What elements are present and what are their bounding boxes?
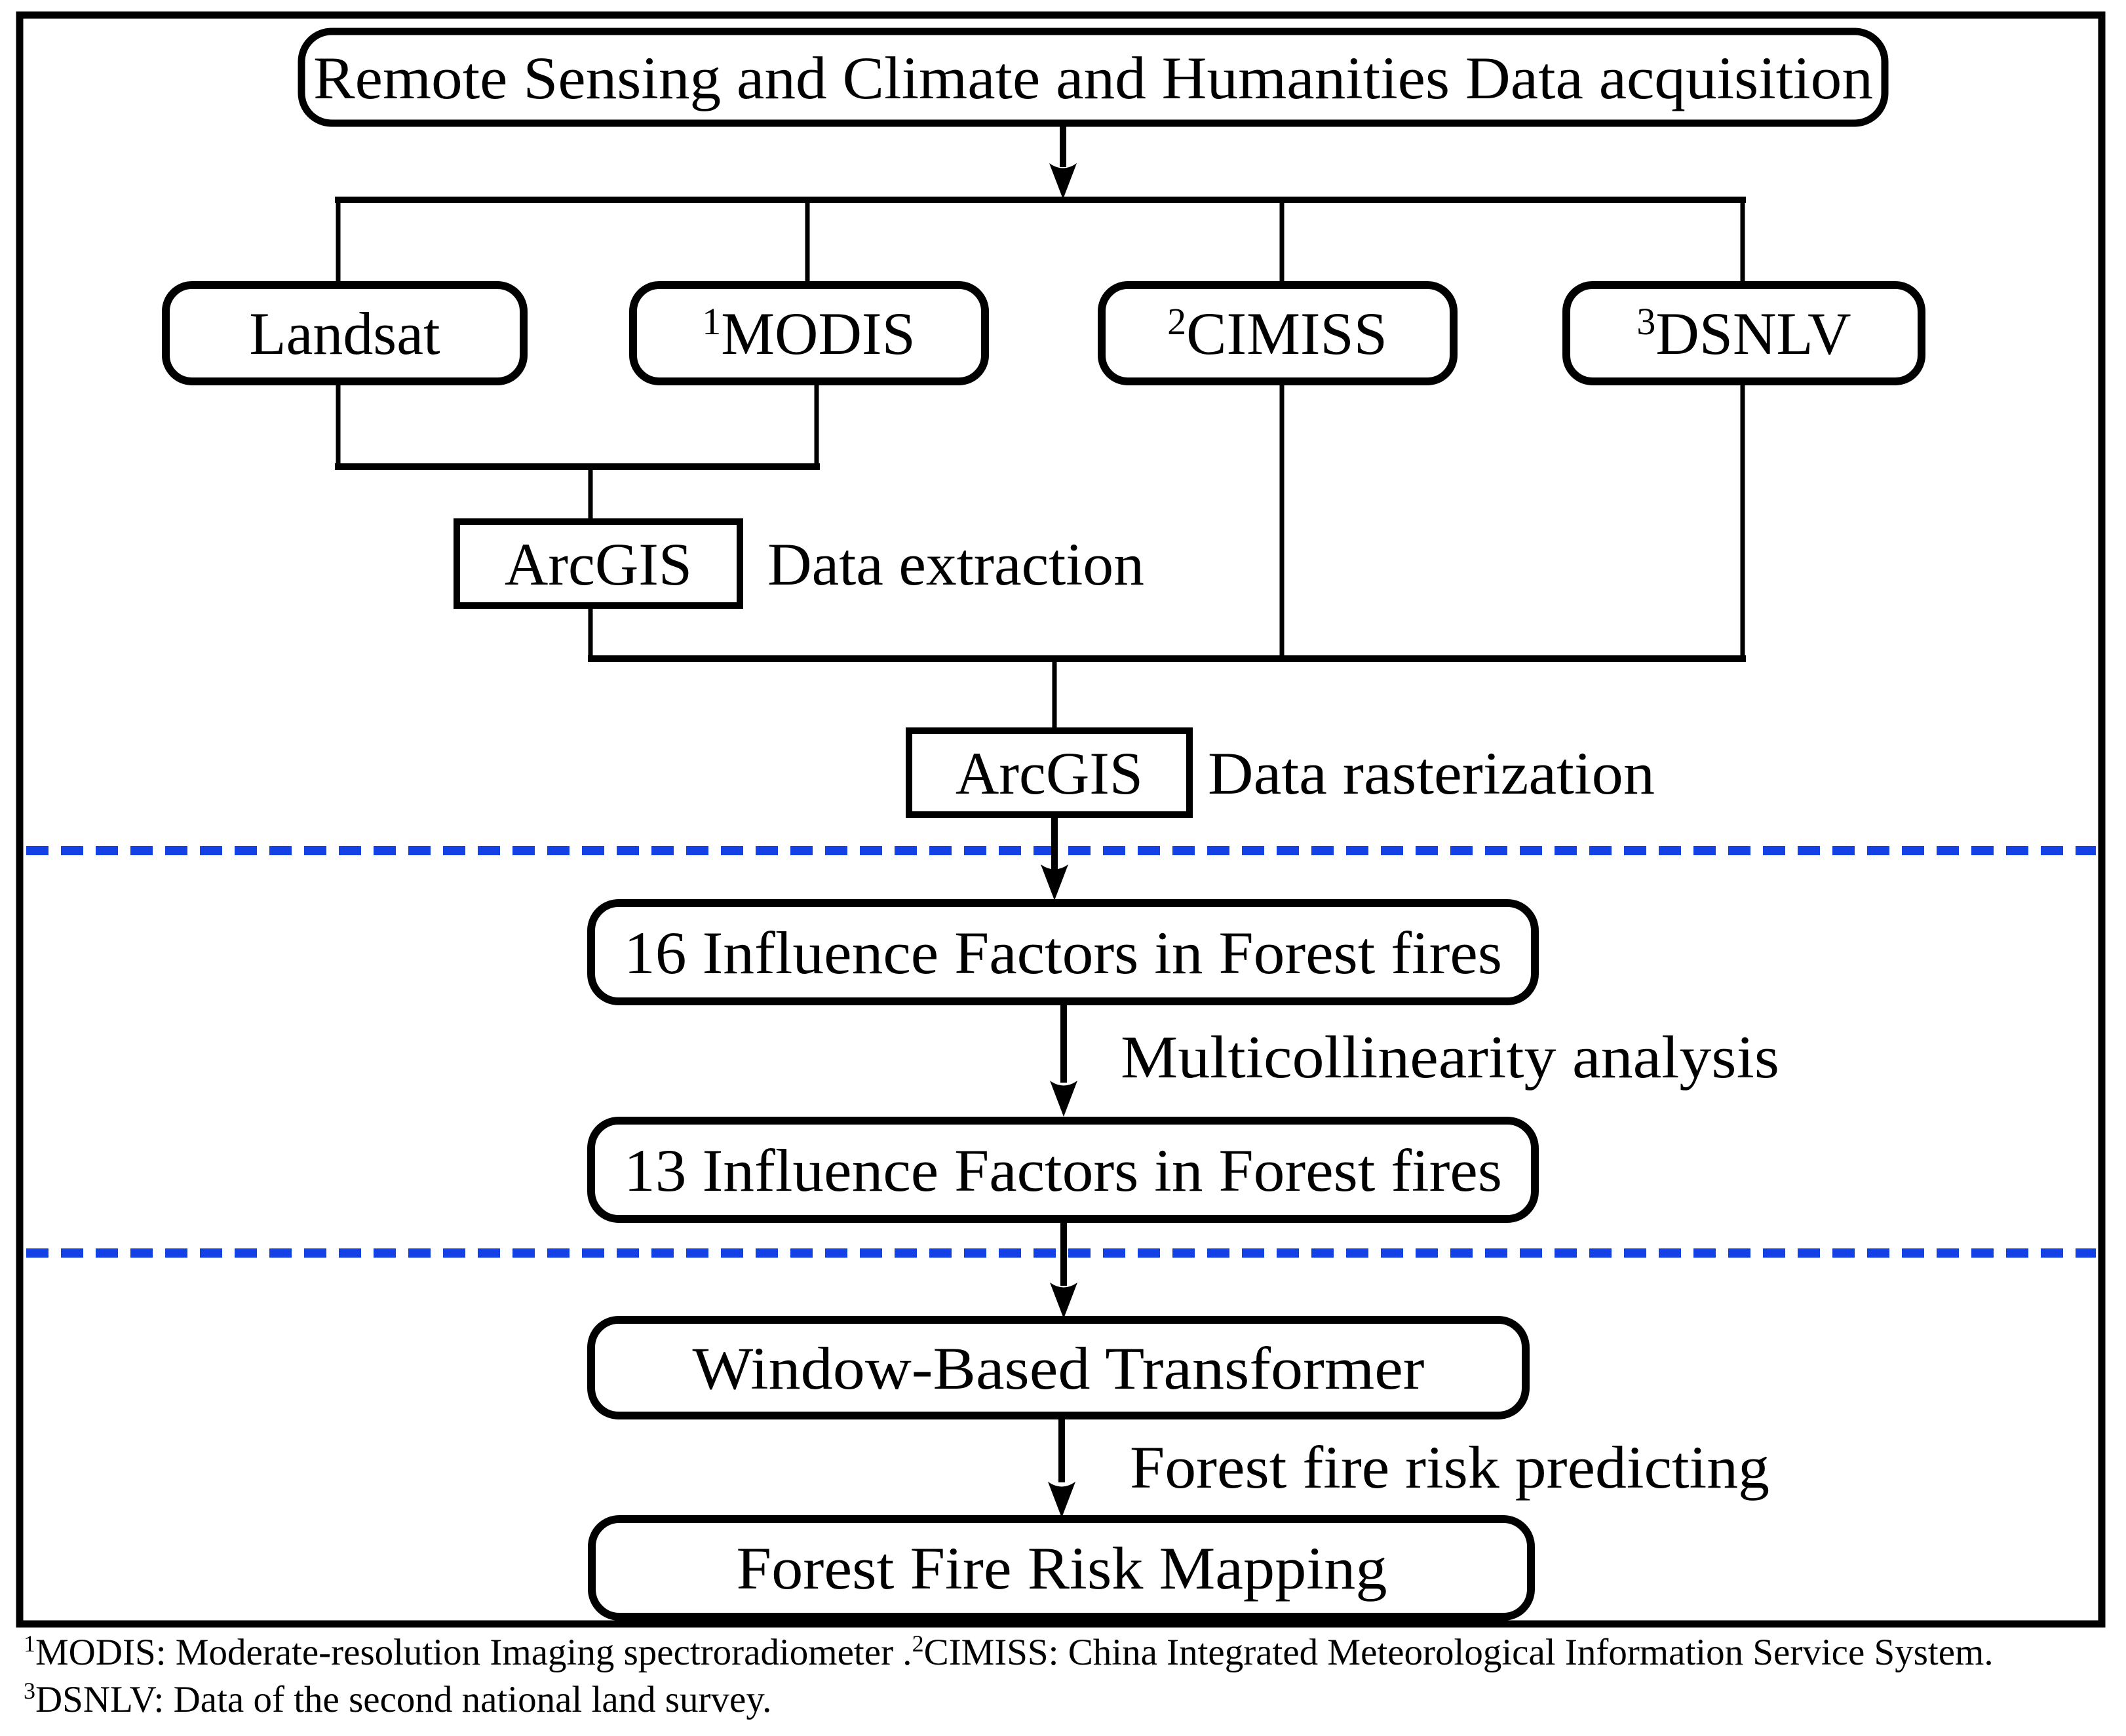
source-box-cimiss-label: 2CIMISS (1167, 300, 1387, 367)
footnote-line-1: 1MODIS: Moderate-resolution Imaging spec… (24, 1630, 1994, 1673)
diagram-border (16, 11, 2106, 1628)
arcgis-rasterization-box-label: ArcGIS (956, 740, 1143, 807)
arrowhead-16-to-13 (1050, 1081, 1077, 1117)
cimiss-superscript: 2 (1167, 300, 1186, 343)
factors-13-box (587, 1117, 1539, 1223)
footnote-cimiss-superscript: 2 (912, 1630, 924, 1657)
title-box-label: Remote Sensing and Climate and Humanitie… (313, 45, 1873, 111)
footnote-line-2: 3DSNLV: Data of the second national land… (24, 1678, 771, 1720)
footnote-dsnlv-text: DSNLV: Data of the second national land … (35, 1679, 771, 1720)
dsnlv-text: DSNLV (1655, 300, 1851, 367)
title-box (298, 28, 1889, 127)
footnote-modis-superscript: 1 (24, 1630, 35, 1657)
arrowhead-transformer-to-mapping (1048, 1482, 1075, 1518)
cimiss-text: CIMISS (1186, 300, 1387, 367)
factors-13-box-label: 13 Influence Factors in Forest fires (624, 1137, 1502, 1204)
arcgis-extraction-box (454, 518, 743, 609)
source-box-landsat (162, 281, 528, 385)
mapping-box (588, 1515, 1535, 1621)
footnote-modis-text: MODIS: Moderate-resolution Imaging spect… (35, 1632, 912, 1673)
source-box-modis-label: 1MODIS (702, 300, 915, 367)
source-box-cimiss (1098, 281, 1458, 385)
risk-predicting-label: Forest fire risk predicting (1130, 1434, 1769, 1501)
source-box-landsat-label: Landsat (249, 300, 440, 367)
source-box-dsnlv (1562, 281, 1925, 385)
footnote-cimiss-text: CIMISS: China Integrated Meteorological … (924, 1632, 1994, 1673)
modis-superscript: 1 (702, 300, 721, 343)
source-box-dsnlv-label: 3DSNLV (1636, 300, 1851, 367)
multicollinearity-analysis-label: Multicollinearity analysis (1121, 1024, 1779, 1090)
connector-lines (335, 122, 1746, 1518)
arcgis-rasterization-box (906, 727, 1193, 818)
arrowhead-13-to-transformer (1050, 1283, 1077, 1319)
transformer-box (587, 1316, 1530, 1419)
data-extraction-label: Data extraction (767, 531, 1144, 598)
arrowhead-title-to-sources (1049, 163, 1077, 199)
factors-16-box (587, 899, 1539, 1005)
data-rasterization-label: Data rasterization (1208, 740, 1655, 807)
dsnlv-superscript: 3 (1636, 300, 1655, 343)
source-box-modis (629, 281, 989, 385)
transformer-box-label: Window-Based Transformer (693, 1335, 1425, 1402)
arrowhead-raster-to-16factors (1041, 864, 1068, 900)
modis-text: MODIS (721, 300, 915, 367)
factors-16-box-label: 16 Influence Factors in Forest fires (624, 919, 1502, 986)
mapping-box-label: Forest Fire Risk Mapping (737, 1535, 1387, 1602)
footnote-dsnlv-superscript: 3 (24, 1678, 35, 1704)
arcgis-extraction-box-label: ArcGIS (505, 531, 692, 598)
